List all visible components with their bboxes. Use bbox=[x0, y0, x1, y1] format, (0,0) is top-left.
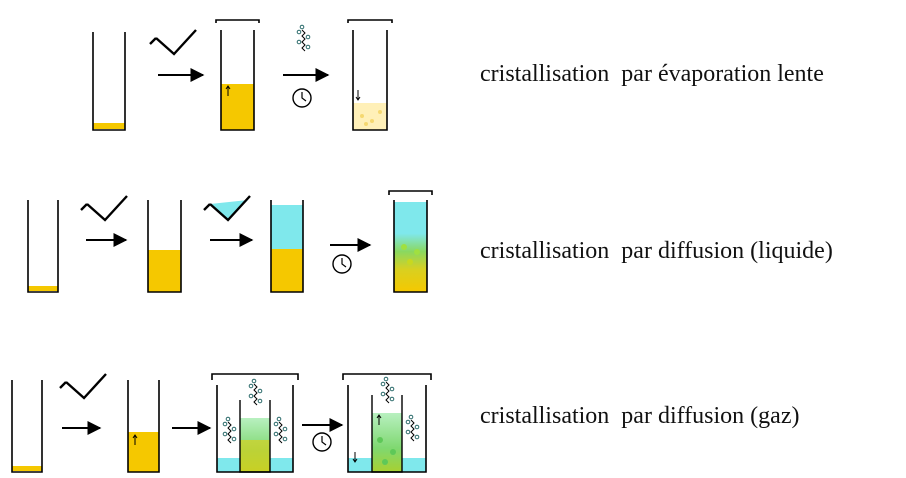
beaker-icon bbox=[147, 200, 182, 293]
funnel-icon bbox=[202, 194, 252, 222]
label-evaporation: cristallisation par évaporation lente bbox=[480, 61, 824, 87]
beaker-icon bbox=[211, 373, 299, 473]
row-gas-diffusion bbox=[11, 372, 432, 473]
beaker-icon bbox=[270, 200, 304, 293]
beaker-icon bbox=[27, 200, 59, 293]
beaker-icon bbox=[215, 19, 260, 131]
beaker-icon bbox=[11, 380, 43, 473]
label-gas-diffusion: cristallisation par diffusion (gaz) bbox=[480, 403, 800, 429]
row-liquid-diffusion bbox=[27, 190, 433, 293]
beaker-icon bbox=[127, 380, 160, 473]
beaker-icon bbox=[388, 190, 433, 293]
crystal-icon bbox=[296, 24, 311, 52]
row-evaporation bbox=[92, 19, 393, 131]
clock-icon bbox=[312, 432, 332, 452]
clock-icon bbox=[332, 254, 352, 274]
clock-icon bbox=[292, 88, 312, 108]
label-liquid-diffusion: cristallisation par diffusion (liquide) bbox=[480, 238, 833, 264]
beaker-icon bbox=[347, 19, 393, 131]
beaker-icon bbox=[92, 32, 126, 131]
beaker-icon bbox=[342, 373, 432, 473]
funnel-icon bbox=[58, 372, 108, 400]
funnel-icon bbox=[79, 194, 129, 222]
funnel-icon bbox=[148, 28, 198, 56]
